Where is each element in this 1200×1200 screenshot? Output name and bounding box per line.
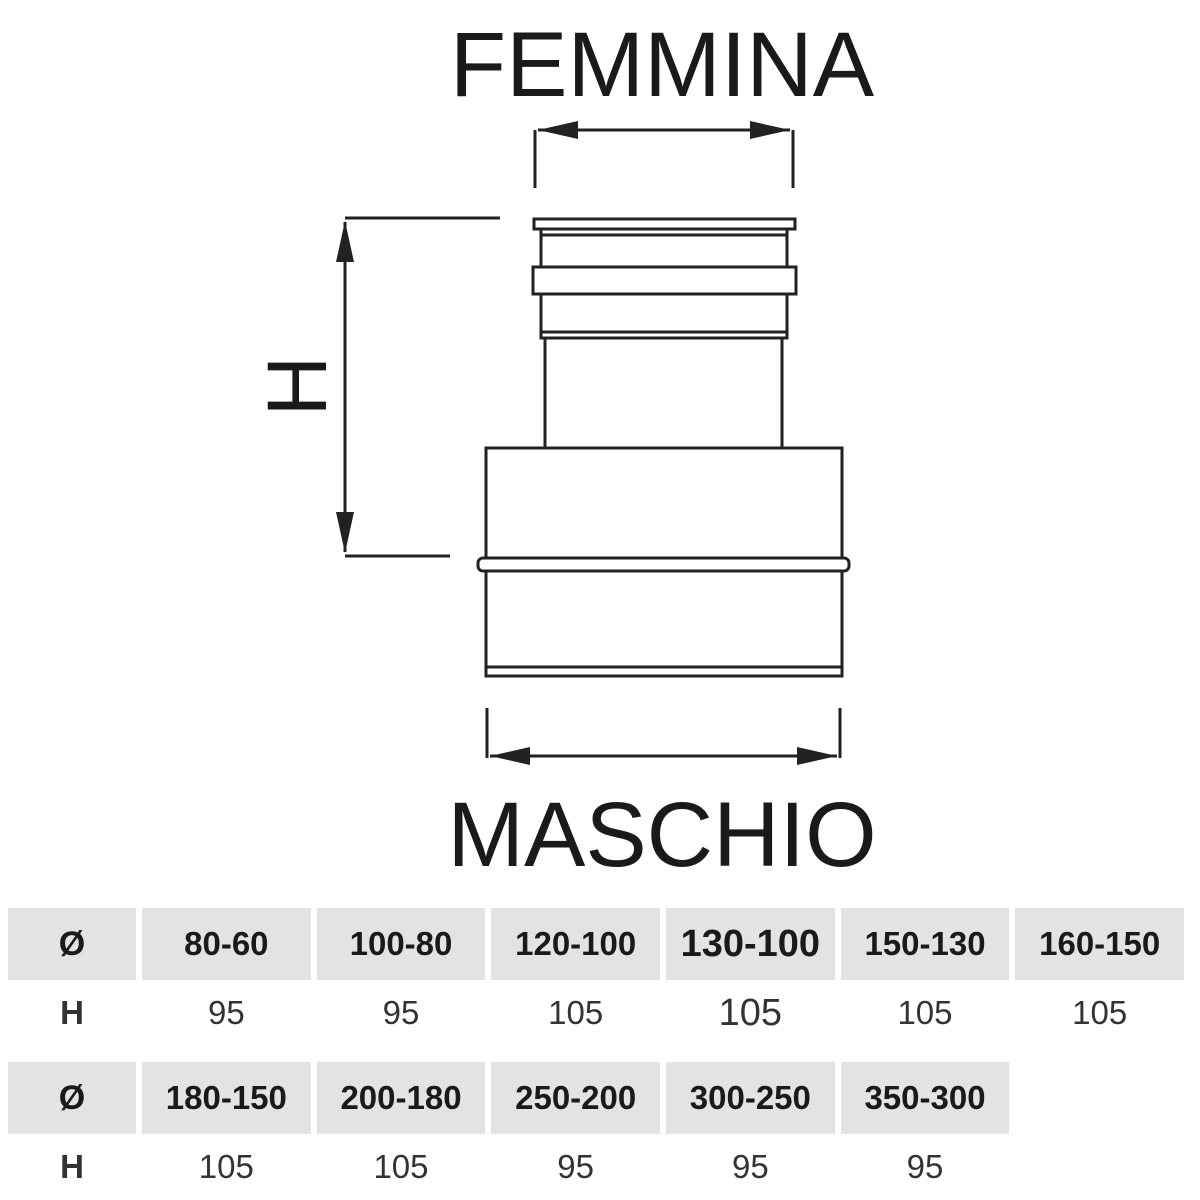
- male-diameter-dimension: [485, 708, 842, 765]
- dimension-table-1: Ø 80-60 100-80 120-100 130-100 150-130 1…: [8, 908, 1184, 1046]
- diameter-cell: 150-130: [840, 908, 1010, 980]
- height-cell: 105: [897, 994, 953, 1031]
- empty-cell: [1015, 1134, 1184, 1200]
- height-cell: 95: [207, 994, 245, 1031]
- height-cell: 95: [382, 994, 420, 1031]
- height-label: H: [250, 356, 344, 417]
- maschio-label: MASCHIO: [447, 784, 876, 886]
- diameter-cell: 300-250: [666, 1062, 835, 1134]
- diameter-cell: 180-150: [142, 1062, 311, 1134]
- diameter-cell: 350-300: [840, 1062, 1010, 1134]
- height-cell: 105: [198, 1148, 254, 1185]
- diameter-header: Ø: [8, 908, 136, 980]
- male-section: [476, 446, 851, 678]
- dimension-table-2: Ø 180-150 200-180 250-200 300-250 350-30…: [8, 1062, 1184, 1200]
- height-cell: 105: [373, 1148, 429, 1185]
- height-cell: 105: [548, 994, 604, 1031]
- height-cell: 95: [906, 1148, 944, 1185]
- height-dimension: [336, 216, 500, 558]
- diameter-cell: 120-100: [491, 908, 660, 980]
- diameter-cell: 130-100: [666, 908, 835, 980]
- female-diameter-dimension: [533, 121, 795, 188]
- diameter-cell: 80-60: [142, 908, 311, 980]
- diameter-cell: 250-200: [491, 1062, 660, 1134]
- height-cell: 105: [718, 991, 783, 1034]
- empty-cell: [1015, 1062, 1184, 1134]
- height-cell: 95: [731, 1148, 769, 1185]
- height-row-label: H: [60, 1148, 84, 1185]
- diameter-header: Ø: [8, 1062, 136, 1134]
- female-section: [531, 217, 798, 450]
- height-row-label: H: [60, 994, 84, 1031]
- diameter-cell: 160-150: [1015, 908, 1184, 980]
- height-cell: 105: [1072, 994, 1128, 1031]
- diameter-cell: 100-80: [316, 908, 486, 980]
- diameter-cell: 200-180: [316, 1062, 486, 1134]
- reducer-diagram: FEMMINA H: [250, 14, 877, 886]
- femmina-label: FEMMINA: [450, 14, 875, 116]
- height-cell: 95: [557, 1148, 595, 1185]
